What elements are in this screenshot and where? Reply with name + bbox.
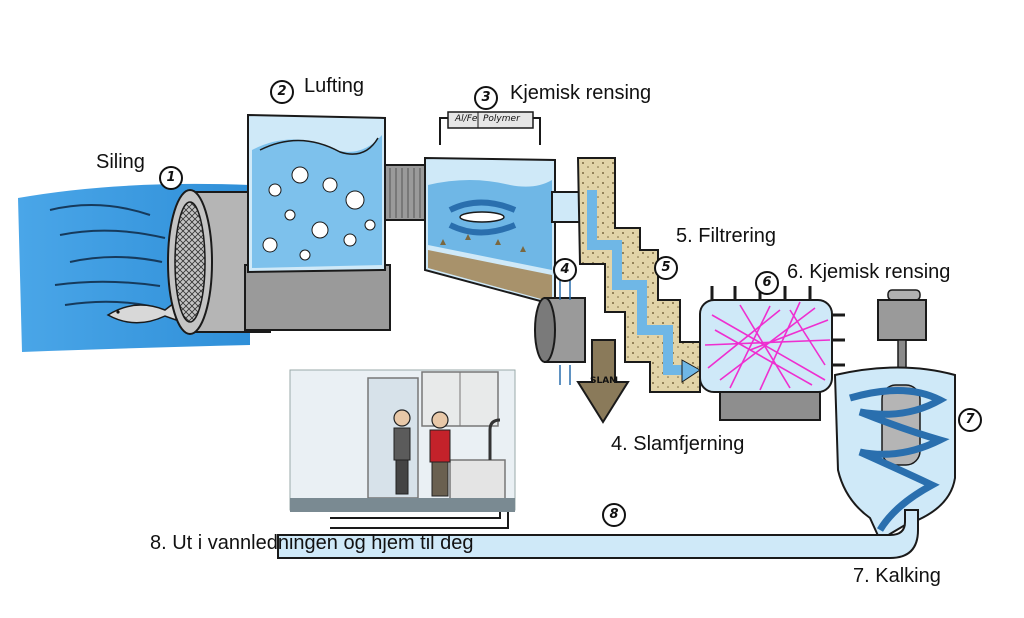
sludge-removal-drum [534, 265, 586, 385]
person-right [429, 411, 451, 497]
step-4-label: 4. Slamfjerning [611, 433, 745, 455]
kitchen-scene [289, 369, 516, 512]
step-4-number: 4 [553, 258, 577, 282]
step-6-number: 6 [755, 271, 779, 295]
sludge-arrow [576, 339, 630, 424]
step-8-number: 8 [602, 503, 626, 527]
aeration-tank [244, 113, 391, 331]
step-3-label: Kjemisk rensing [510, 82, 652, 104]
person-left [393, 409, 411, 495]
step-1-number: 1 [159, 166, 183, 190]
chemical-box-left: Al/Fe [455, 114, 478, 124]
step-2-number: 2 [270, 80, 294, 104]
step-7-label: 7. Kalking [853, 565, 941, 587]
step-7-number: 7 [958, 408, 982, 432]
step-6-label: 6. Kjemisk rensing [787, 261, 951, 283]
chemical-treatment-tank [424, 156, 556, 307]
step-3-number: 3 [474, 86, 498, 110]
step-5-label: 5. Filtrering [676, 225, 777, 247]
step-5-number: 5 [654, 256, 678, 280]
chemical-dosing-tube [439, 111, 541, 145]
chemical-box-right: Polymer [483, 114, 520, 124]
step-2-label: Lufting [304, 75, 365, 97]
chemical-cage [699, 286, 845, 421]
step-8-label: 8. Ut i vannledningen og hjem til deg [150, 532, 474, 554]
lime-tank [833, 289, 956, 542]
step-1-label: Siling [96, 151, 145, 173]
sludge-sign: SLAM [590, 376, 619, 386]
